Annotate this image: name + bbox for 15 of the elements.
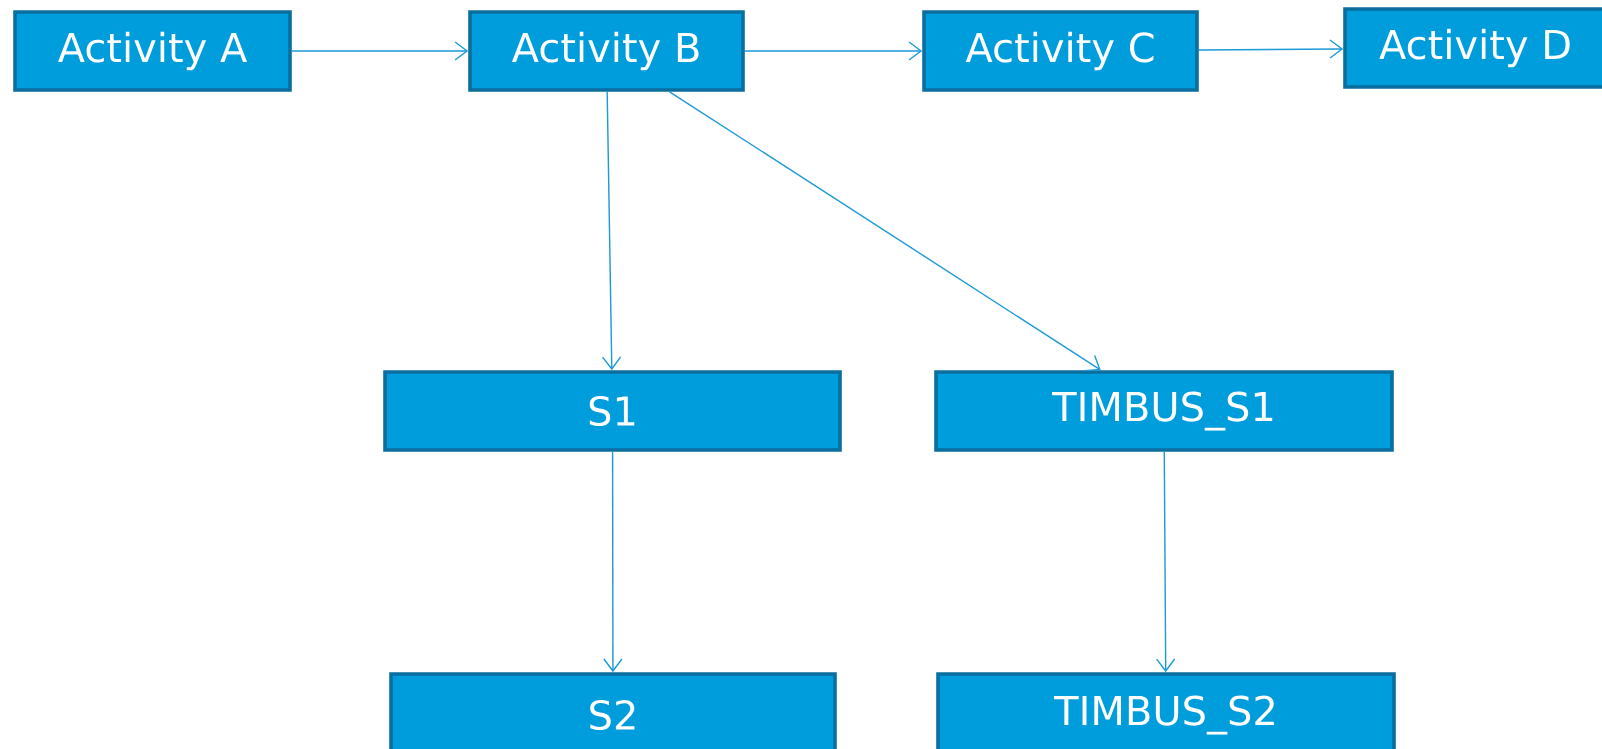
process-box: Activity C (922, 10, 1199, 92)
arrow (744, 41, 923, 61)
arrow (1155, 451, 1176, 673)
arrow (1198, 39, 1344, 59)
arrow (291, 41, 469, 61)
process-box: TIMBUS_S1 (934, 370, 1394, 452)
process-box: Activity B (468, 10, 745, 92)
arrow (603, 451, 623, 673)
arrow (601, 91, 622, 371)
process-box: Activity D (1343, 7, 1602, 89)
process-box: Activity A (13, 10, 292, 92)
arrow (668, 91, 1101, 372)
process-box: S2 (389, 672, 837, 749)
process-box: S1 (383, 370, 842, 452)
process-box: TIMBUS_S2 (936, 672, 1396, 749)
